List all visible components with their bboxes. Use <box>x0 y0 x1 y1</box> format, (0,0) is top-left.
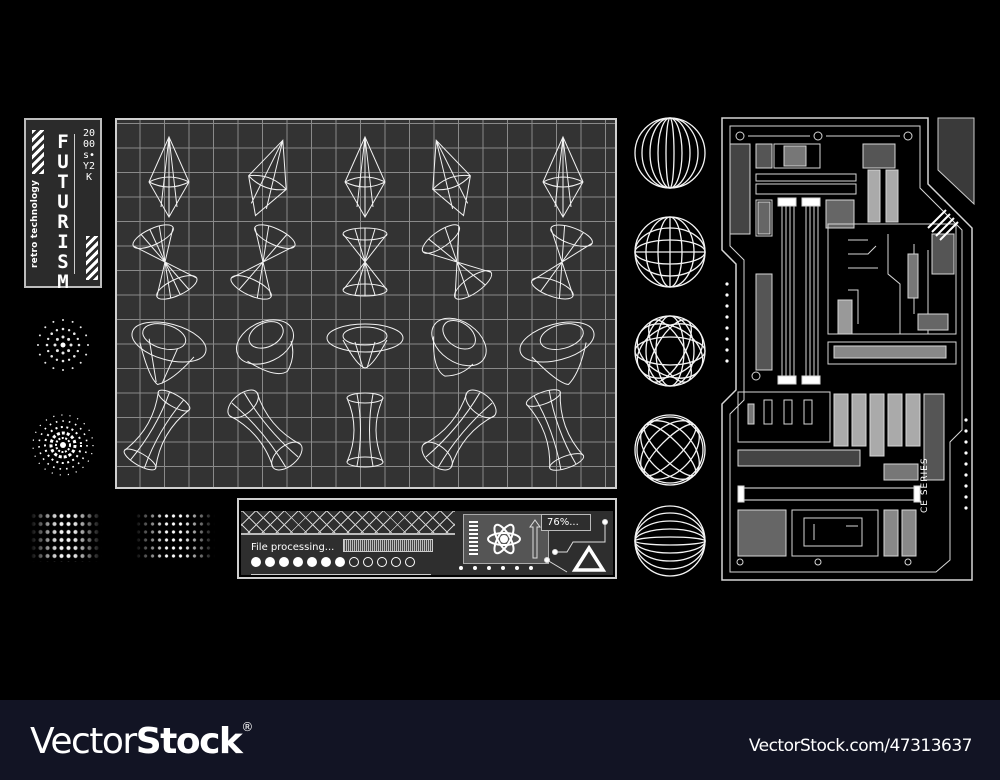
circuit-board-panel <box>721 117 975 581</box>
indicator-dots <box>459 566 533 570</box>
crosshatch-strip <box>241 511 455 535</box>
era-text: 2000s•Y2K <box>82 128 96 183</box>
torus-cone-row <box>131 317 595 386</box>
subtitle: retro technology <box>30 179 40 268</box>
atom-icon <box>487 523 521 555</box>
divider <box>74 134 75 274</box>
divider <box>251 574 431 575</box>
vectorstock-logo[interactable]: VectorStock® <box>30 720 253 762</box>
round-halftone-gradient <box>135 512 215 562</box>
hyperboloid-row <box>123 389 585 471</box>
image-id-link[interactable]: VectorStock.com/47313637 <box>748 736 973 756</box>
geodesic-sphere-icon <box>634 315 706 387</box>
processing-label: File processing... <box>251 542 335 553</box>
title: FUTURISM <box>57 131 69 293</box>
radial-dot-burst-dense-icon <box>32 414 94 476</box>
bicone-row <box>148 135 584 219</box>
progress-bar <box>343 539 433 552</box>
logo-light-text: Vector <box>30 721 137 762</box>
registered-mark: ® <box>241 720 253 734</box>
wireframe-spheres-column <box>634 117 706 577</box>
radial-dot-burst-icon <box>37 319 89 371</box>
meridian-sphere-icon <box>634 117 706 189</box>
grid-sphere-icon <box>634 216 706 288</box>
series-label: CE SERIES <box>920 457 930 513</box>
double-cone-row <box>132 224 593 300</box>
level-meter <box>469 521 478 557</box>
lattice-sphere-icon <box>634 414 706 486</box>
progress-dots <box>251 557 415 567</box>
triangle-icon <box>571 544 607 572</box>
circuit-decoration <box>544 519 608 573</box>
stripe-decoration <box>32 130 44 174</box>
atom-display <box>463 514 549 564</box>
latitude-sphere-icon <box>634 505 706 577</box>
up-arrow-icon <box>529 519 541 559</box>
wireframe-grid-panel <box>115 118 617 489</box>
watermark-bar <box>0 700 1000 780</box>
file-processing-panel: File processing... 76%... <box>237 498 617 579</box>
futurism-label-card: retro technology FUTURISM 2000s•Y2K <box>24 118 102 292</box>
stripe-decoration <box>86 236 98 280</box>
logo-bold-text: Stock <box>135 721 243 762</box>
percent-readout: 76%... <box>541 514 591 531</box>
square-halftone-gradient <box>30 512 102 562</box>
